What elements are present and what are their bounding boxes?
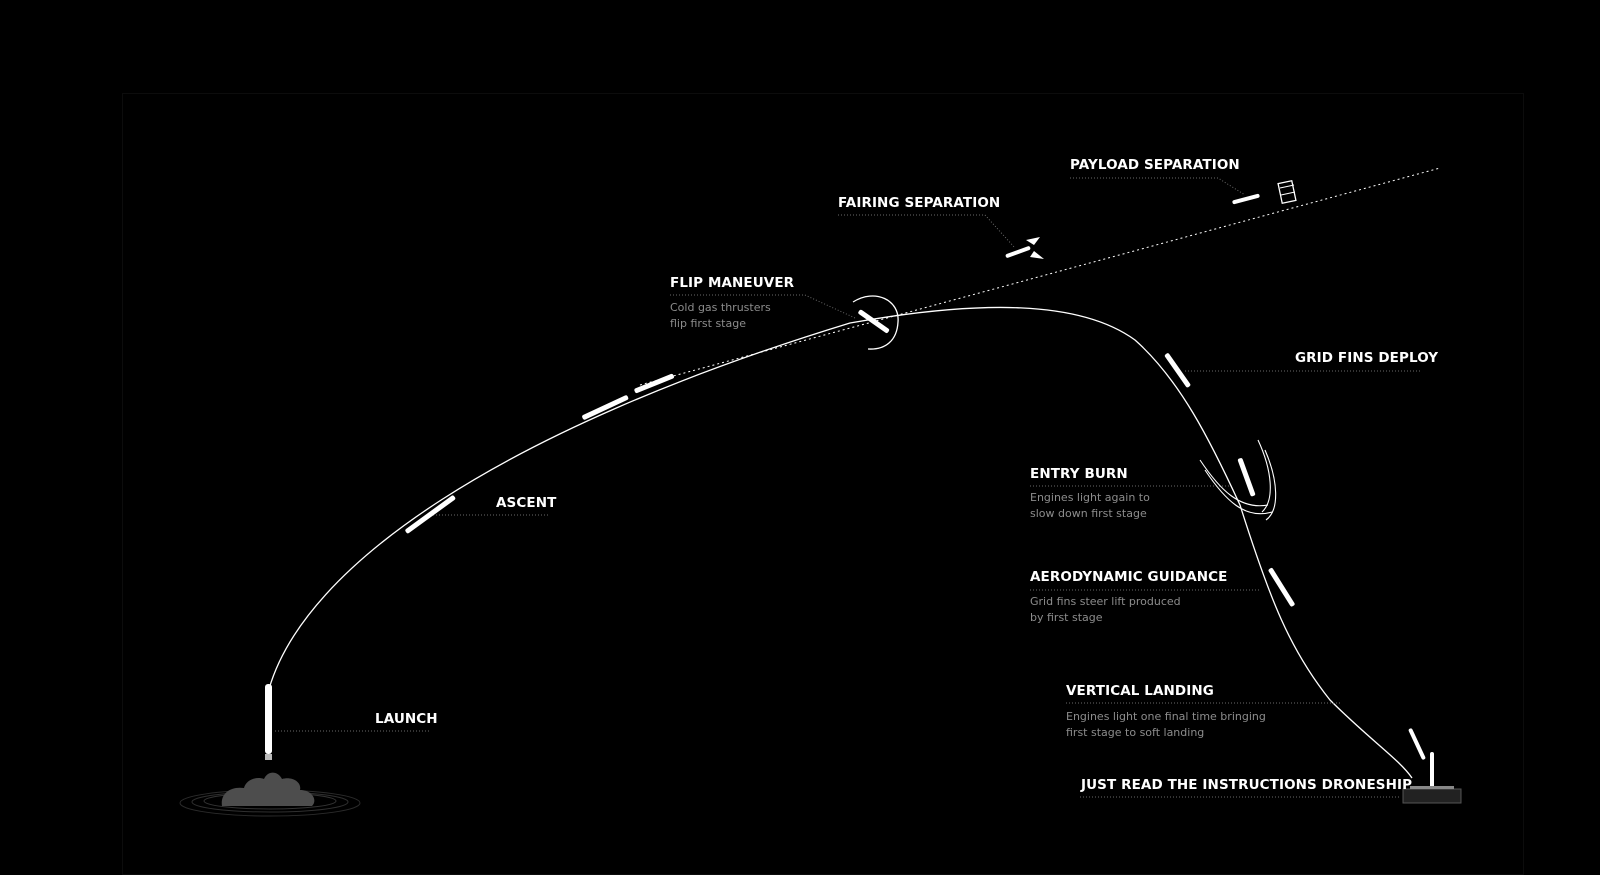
- rocket-ascent-2-icon: [582, 395, 629, 420]
- entry-burn-flame-icon: [1199, 439, 1277, 521]
- stage-title-payload-separation: PAYLOAD SEPARATION: [1070, 157, 1240, 173]
- stage-title-grid-fins-deploy: GRID FINS DEPLOY: [1295, 350, 1439, 366]
- rocket-ascent-1-icon: [405, 495, 456, 534]
- droneship-icon: [1402, 786, 1462, 804]
- first-stage-trajectory: [268, 306, 1413, 779]
- stage-desc-vertical-landing: Engines light one final time bringing fi…: [1066, 710, 1266, 739]
- stage-title-entry-burn: ENTRY BURN: [1030, 466, 1128, 482]
- stage-desc-entry-burn: Engines light again to slow down first s…: [1030, 491, 1150, 520]
- stage-desc-aerodynamic-guidance: Grid fins steer lift produced by first s…: [1030, 595, 1181, 624]
- stage-title-droneship: JUST READ THE INSTRUCTIONS DRONESHIP: [1081, 777, 1413, 793]
- fairing-halves-icon: [1005, 237, 1044, 259]
- rocket-ascent-3-icon: [634, 373, 674, 394]
- stage-title-fairing-separation: FAIRING SEPARATION: [838, 195, 1001, 211]
- rocket-aero-guidance-icon: [1268, 568, 1295, 607]
- stage-title-vertical-landing: VERTICAL LANDING: [1066, 683, 1214, 699]
- second-stage-trajectory: [639, 167, 1441, 386]
- stage-title-launch: LAUNCH: [375, 711, 438, 727]
- stage-title-aerodynamic-guidance: AERODYNAMIC GUIDANCE: [1030, 569, 1228, 585]
- rocket-grid-fins-icon: [1164, 353, 1191, 388]
- rocket-landing-icon: [1408, 728, 1434, 790]
- launch-plume-icon: [179, 772, 361, 817]
- rocket-icon: [265, 684, 272, 760]
- stage-desc-flip-maneuver: Cold gas thrusters flip first stage: [670, 301, 771, 330]
- flip-arc-icon: [852, 295, 899, 350]
- stage-title-ascent: ASCENT: [496, 495, 557, 511]
- leader-lines: [275, 177, 1420, 798]
- stage-title-flip-maneuver: FLIP MANEUVER: [670, 275, 795, 291]
- satellite-icon: [1232, 179, 1297, 205]
